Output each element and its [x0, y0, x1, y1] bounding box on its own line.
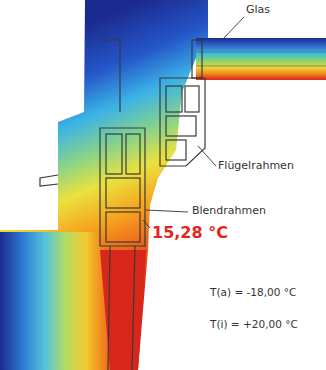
temperature-value: 15,28 °C	[150, 224, 230, 242]
part-label: Glas	[244, 4, 272, 17]
leader-line	[143, 220, 150, 228]
frame-chamber	[106, 134, 122, 174]
sash-chamber	[166, 86, 182, 112]
glass-bead	[192, 40, 202, 78]
wall-joint	[108, 246, 110, 370]
frame-chamber	[106, 212, 140, 242]
leader-line	[146, 210, 188, 212]
glass-layer	[196, 52, 326, 53]
outer-frame-profile	[100, 128, 145, 246]
frame-chamber	[126, 134, 140, 174]
frame-chamber	[106, 178, 140, 208]
part-label: Blendrahmen	[190, 205, 268, 218]
wall-heat-map	[0, 232, 112, 370]
leader-line	[198, 146, 216, 166]
weather-strip	[40, 175, 58, 186]
frame-heat-map	[0, 0, 208, 370]
sash-chamber	[166, 116, 196, 136]
boundary-temperature: T(a) = -18,00 °C	[208, 286, 298, 298]
leader-line	[222, 17, 244, 40]
glass-layer	[196, 66, 326, 67]
sash-profile	[160, 78, 205, 166]
cover-profile	[100, 40, 120, 112]
sash-chamber	[185, 86, 199, 112]
part-label: Flügelrahmen	[216, 160, 296, 173]
wall-joint	[132, 246, 135, 370]
warm-zone	[100, 250, 146, 370]
sash-chamber	[166, 140, 186, 160]
boundary-temperature: T(i) = +20,00 °C	[208, 318, 300, 330]
glass-pane	[196, 38, 326, 80]
